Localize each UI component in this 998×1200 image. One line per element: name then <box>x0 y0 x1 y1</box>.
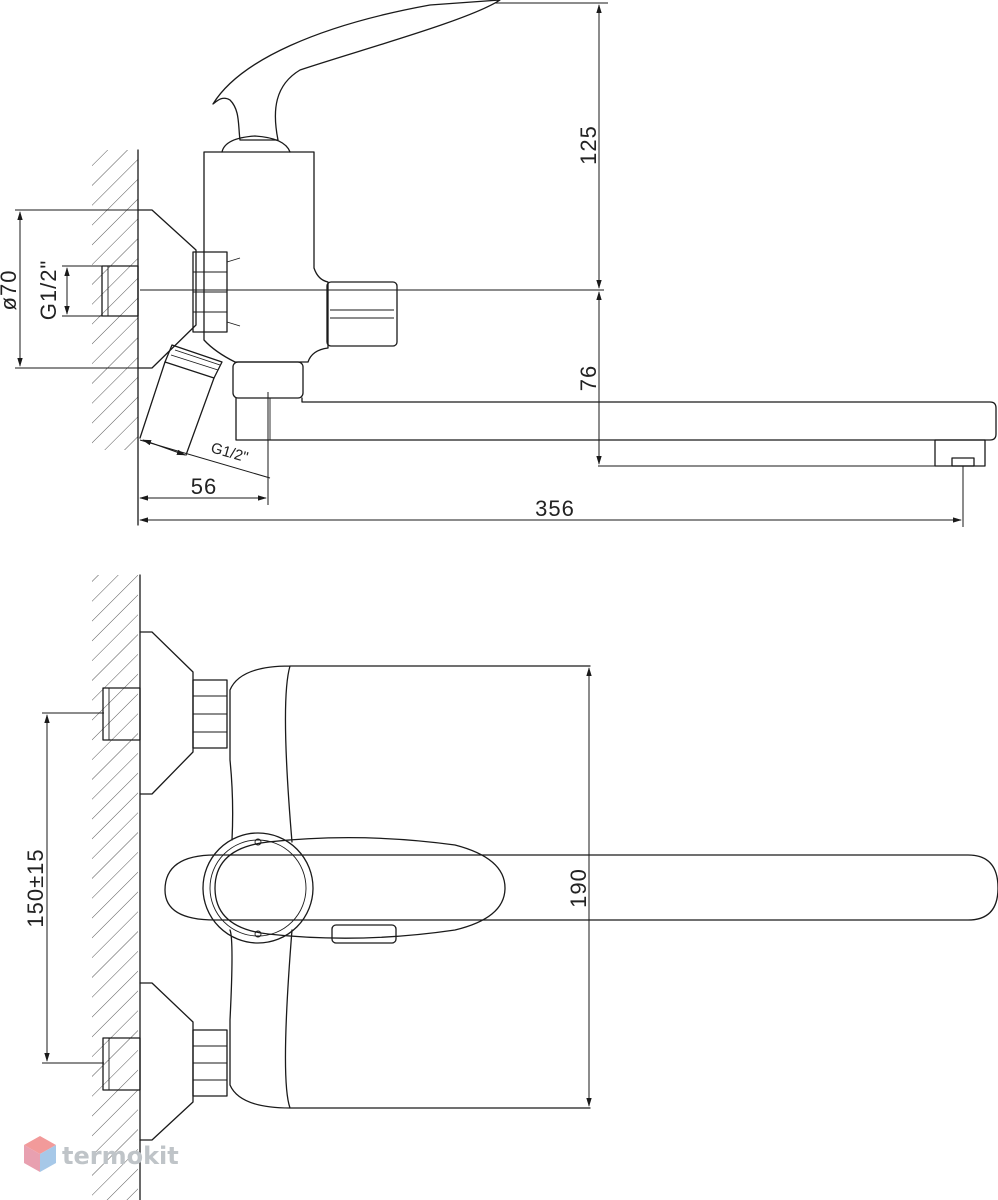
dim-thread-side: G1/2" <box>36 260 104 321</box>
dim-56-label: 56 <box>191 474 217 499</box>
dim-125-label: 125 <box>576 125 601 165</box>
cube-icon <box>24 1136 56 1172</box>
wall-flange <box>137 209 197 369</box>
spout <box>235 397 997 441</box>
dim-spacing-label: 150±15 <box>23 848 48 927</box>
dim-76: 76 <box>576 291 938 467</box>
lever-handle <box>212 0 501 141</box>
plan-view: 150±15 190 <box>23 574 998 1200</box>
dim-190-label: 190 <box>566 868 591 908</box>
side-view: 125 76 ø70 G1/2" G1/2" <box>0 0 997 527</box>
plan-spout <box>164 854 998 921</box>
wall-pipe <box>101 265 139 317</box>
upper-connector <box>102 631 228 795</box>
lower-connector <box>102 982 228 1141</box>
dim-spacing: 150±15 <box>23 712 104 1064</box>
dim-thread-bottom: G1/2" <box>139 440 271 479</box>
plan-body <box>229 665 591 1109</box>
dim-356-label: 356 <box>535 496 575 521</box>
dim-125: 125 <box>495 2 608 289</box>
shower-outlet <box>139 344 223 456</box>
plan-lever <box>214 837 506 939</box>
aerator <box>934 439 986 467</box>
dim-diameter: ø70 <box>0 209 150 369</box>
diverter-knob <box>326 281 398 347</box>
dim-diameter-label: ø70 <box>0 270 21 311</box>
dim-56: 56 <box>139 392 269 505</box>
dim-thread-side-label: G1/2" <box>36 260 61 321</box>
brand-name: termokit <box>62 1142 179 1170</box>
dim-190: 190 <box>566 667 592 1107</box>
brand-logo: termokit <box>24 1136 179 1172</box>
plan-knob <box>331 924 397 944</box>
wall-hatch-bottom <box>92 575 138 1200</box>
cartridge-cap <box>221 135 291 153</box>
wall-hatch-top <box>92 150 138 450</box>
hex-nut <box>192 251 241 333</box>
dim-76-label: 76 <box>576 365 601 391</box>
dim-356: 356 <box>139 466 964 527</box>
lever-ring <box>202 832 314 944</box>
mixer-body <box>203 151 329 363</box>
